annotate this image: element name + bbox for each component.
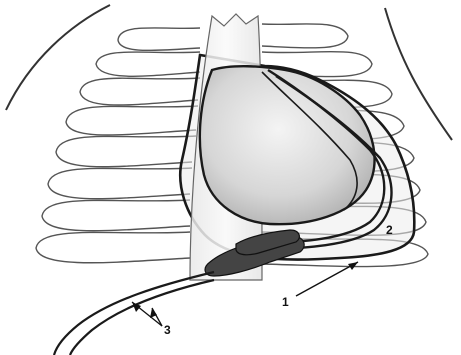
callout-1: 1 [282,262,358,309]
left-ribs [36,28,200,263]
callout-2-label: 2 [386,223,393,237]
lead-wire [54,272,214,355]
callout-1-label: 1 [282,295,289,309]
heart [200,66,375,224]
callout-3-label: 3 [164,323,171,337]
callout-3: 3 [132,302,171,337]
callout-2: 2 [386,223,393,237]
